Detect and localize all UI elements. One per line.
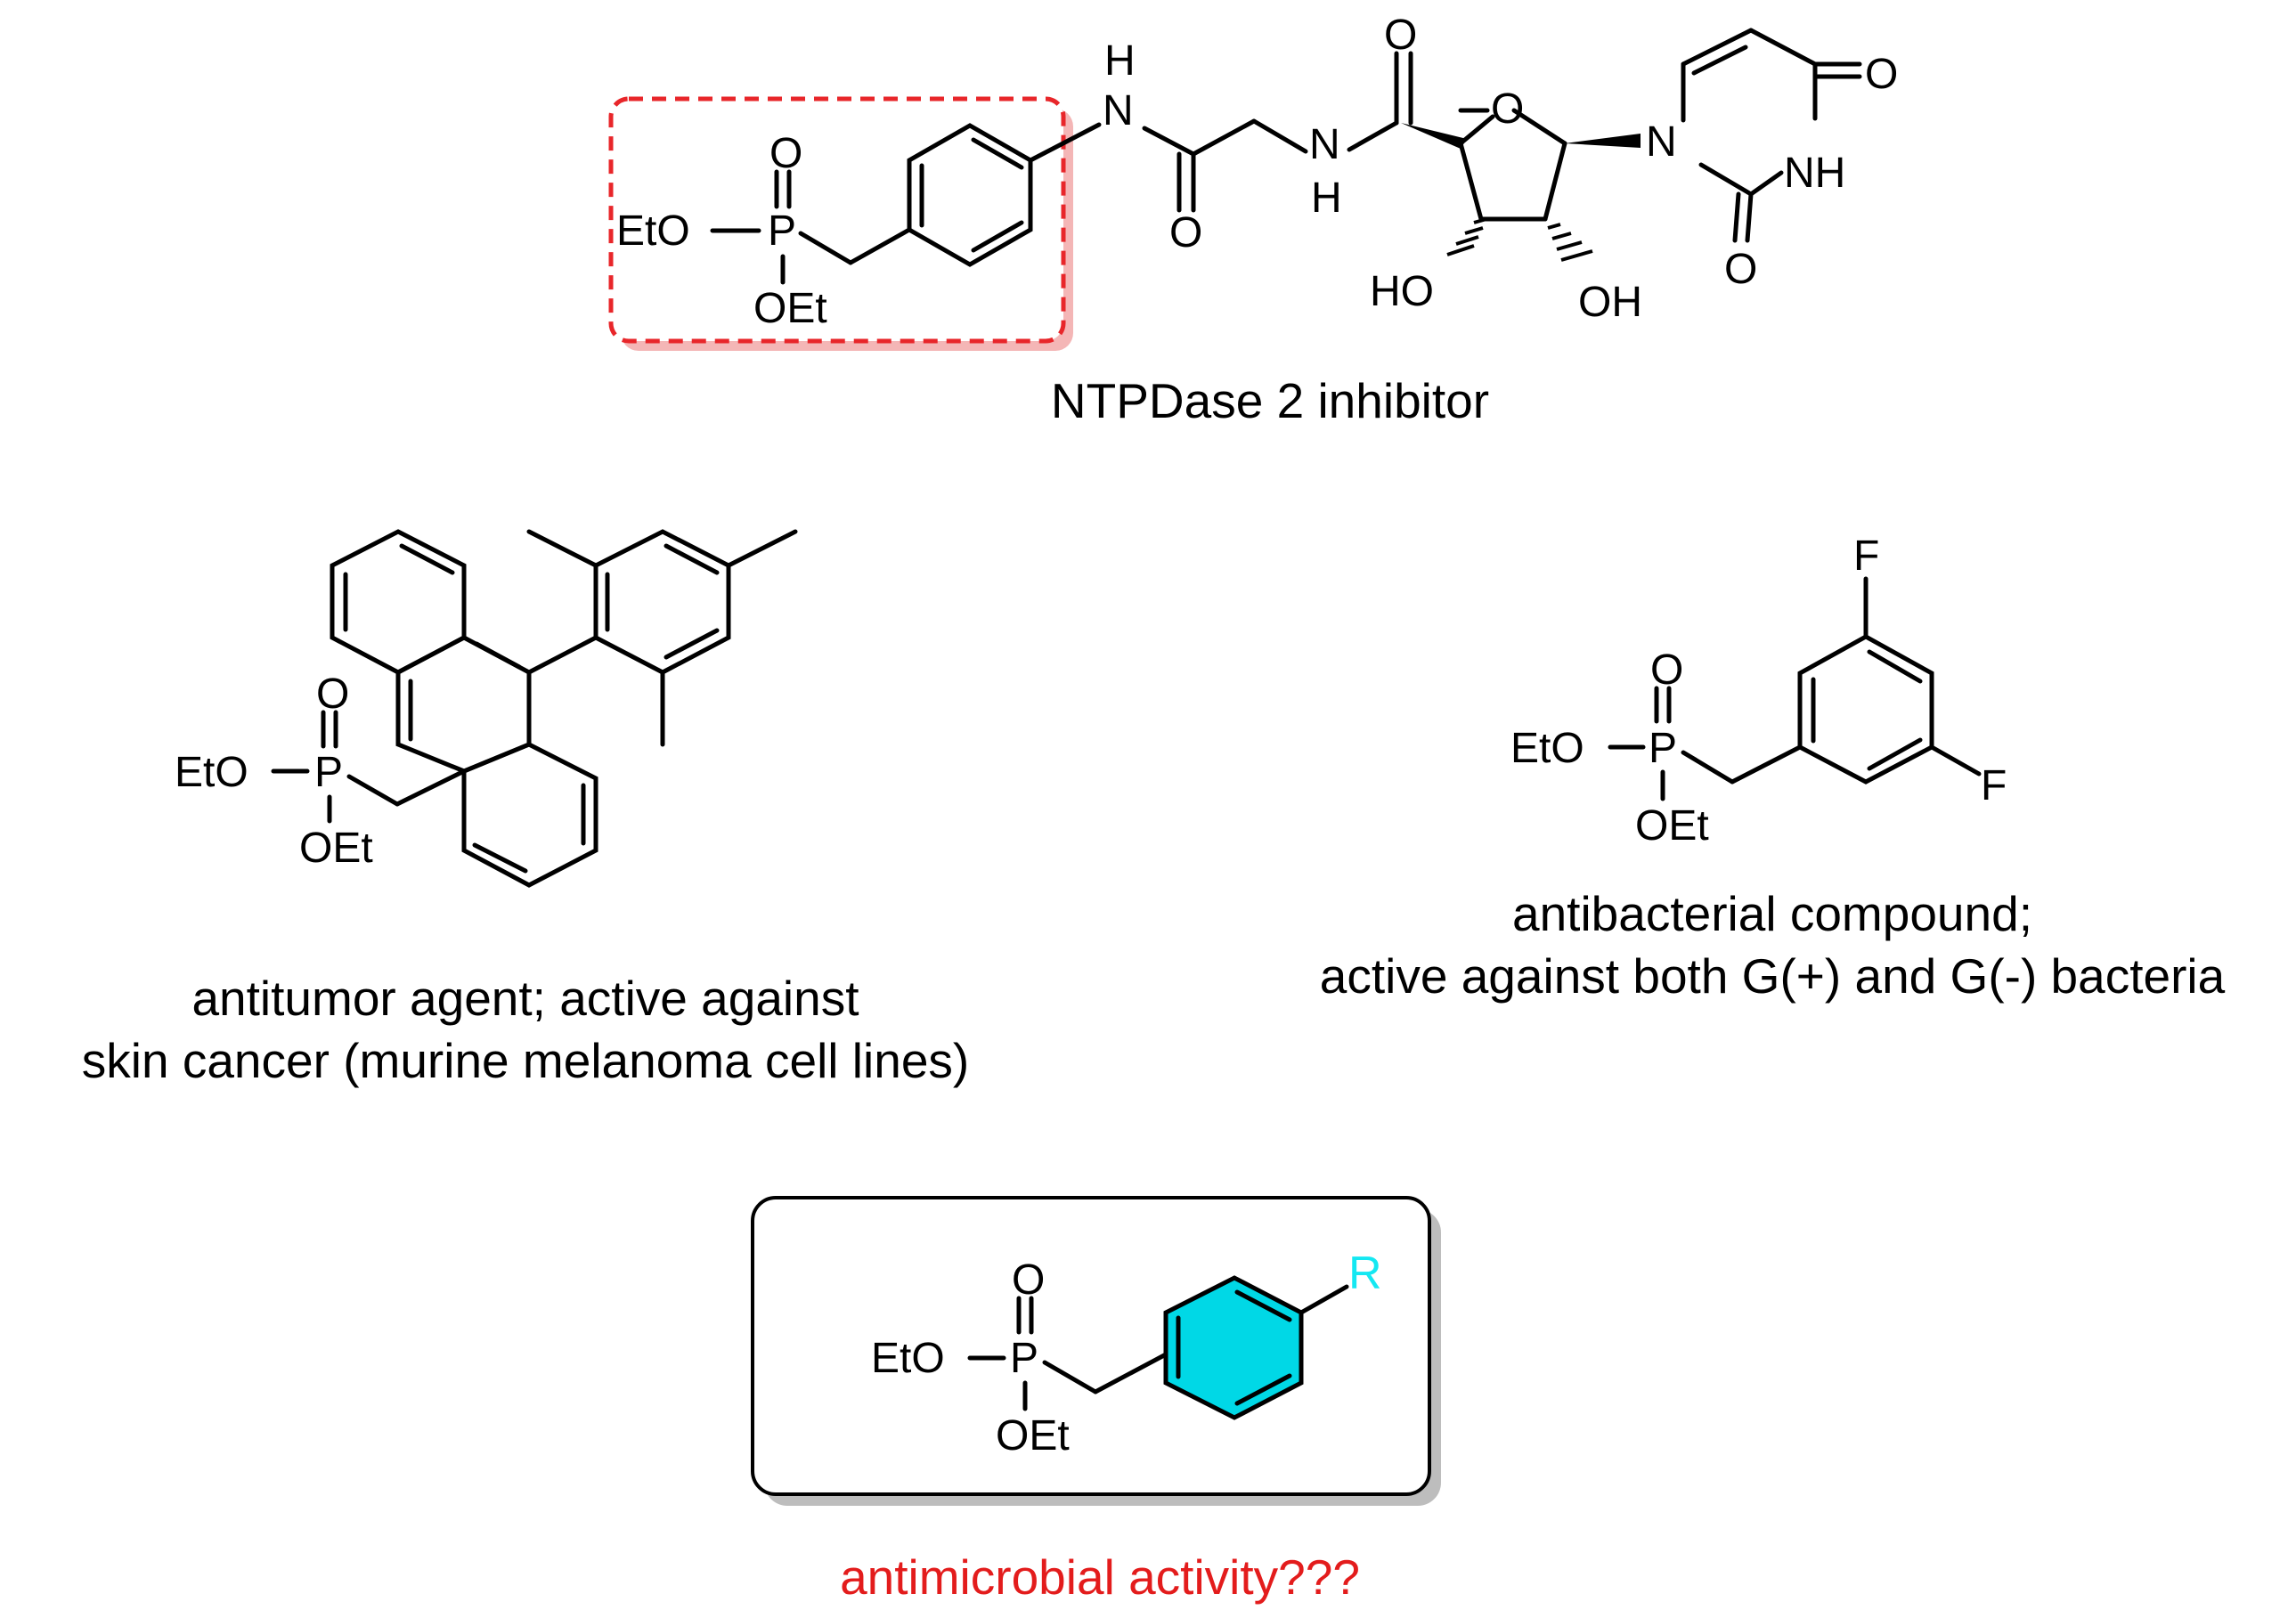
atom-h: H — [1311, 175, 1342, 222]
atom-p: P — [314, 749, 343, 796]
caption-question: antimicrobial activity??? — [840, 1549, 1360, 1605]
ntpdase-inhibitor-molecule: EtO P O OEt H N O N H O O N O NH O HO OH… — [608, 12, 1898, 428]
target-box — [751, 1196, 1431, 1496]
r-group-label: R — [1348, 1248, 1382, 1299]
atom-oet: OEt — [996, 1412, 1070, 1459]
target-bonds — [967, 1275, 1349, 1420]
ntpdase-atom-labels: EtO P O OEt H N O N H O O N O NH O HO OH — [616, 12, 1898, 332]
atom-oet: OEt — [1635, 802, 1709, 850]
atom-h: H — [1104, 37, 1136, 85]
antitumor-atom-labels: EtO P O OEt — [175, 671, 373, 872]
atom-n: N — [1103, 87, 1134, 134]
ntpdase-bonds — [710, 28, 1862, 285]
atom-p: P — [1649, 725, 1677, 772]
atom-eto: EtO — [175, 749, 248, 796]
atom-o: O — [1865, 51, 1898, 98]
target-structure: EtO P O OEt R antimicrobial activity??? — [751, 1196, 1441, 1605]
atom-o: O — [769, 130, 802, 177]
atom-p: P — [1010, 1335, 1038, 1382]
wedge-bond — [1565, 134, 1641, 148]
atom-f: F — [1853, 533, 1879, 580]
atom-nh: NH — [1784, 150, 1845, 197]
atom-eto: EtO — [871, 1335, 945, 1382]
target-atom-labels: EtO P O OEt — [871, 1256, 1070, 1459]
atom-o: O — [1169, 209, 1202, 256]
atom-o: O — [1724, 246, 1757, 293]
atom-eto: EtO — [616, 207, 690, 255]
antibacterial-molecule: EtO P O OEt F F antibacterial compound; … — [1320, 533, 2226, 1004]
caption-antitumor-line1: antitumor agent; active against — [191, 971, 859, 1026]
atom-oet: OEt — [753, 285, 827, 332]
caption-antibacterial-line1: antibacterial compound; — [1512, 886, 2032, 941]
antibacterial-bonds — [1608, 576, 1982, 801]
atom-eto: EtO — [1510, 725, 1584, 772]
atom-oet: OEt — [299, 825, 373, 872]
atom-o: O — [1384, 12, 1417, 59]
antitumor-molecule: EtO P O OEt antitumor agent; active agai… — [82, 529, 969, 1088]
caption-antitumor-line2: skin cancer (murine melanoma cell lines) — [82, 1033, 969, 1088]
atom-o: O — [1650, 646, 1683, 694]
caption-ntpdase: NTPDase 2 inhibitor — [1051, 373, 1489, 428]
atom-f: F — [1981, 762, 2007, 809]
antitumor-bonds — [271, 529, 798, 888]
atom-n: N — [1309, 121, 1340, 168]
hashed-bonds — [1446, 217, 1593, 262]
atom-oh: OH — [1578, 279, 1642, 326]
wedge-bond — [1401, 123, 1467, 149]
atom-o: O — [316, 671, 349, 718]
antibacterial-atom-labels: EtO P O OEt F F — [1510, 533, 2007, 850]
atom-o: O — [1491, 85, 1524, 133]
atom-n: N — [1646, 118, 1677, 166]
atom-o: O — [1012, 1256, 1045, 1304]
caption-antibacterial-line2: active against both G(+) and G(-) bacter… — [1320, 948, 2226, 1004]
aryl-ring-fill — [1166, 1278, 1301, 1418]
highlight-box — [608, 96, 1066, 344]
atom-p: P — [768, 207, 796, 255]
atom-ho: HO — [1370, 268, 1434, 315]
